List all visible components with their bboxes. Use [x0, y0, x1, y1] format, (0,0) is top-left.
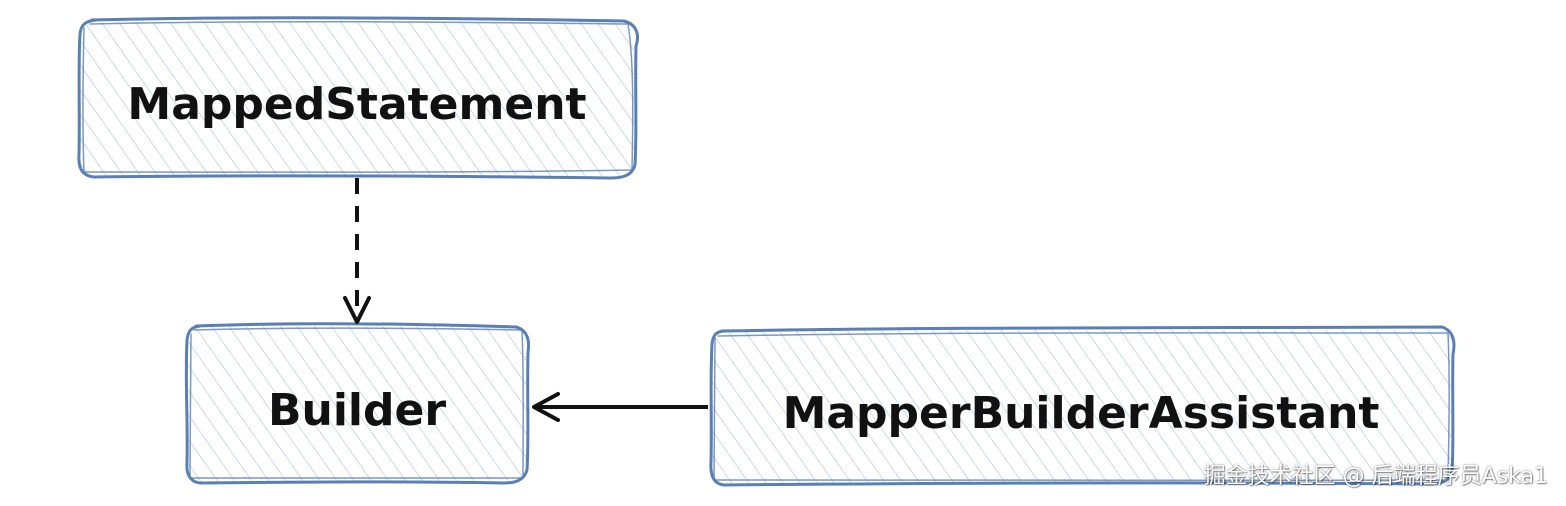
- watermark: 掘金技术社区 @ 后端程序员Aska1: [1203, 464, 1548, 489]
- node-builder-border: [184, 322, 531, 485]
- node-mapper-builder-assistant-border: [709, 325, 1456, 487]
- edge-mappedstatement-to-builder: [343, 178, 371, 324]
- node-mapped-statement-border: [77, 16, 639, 180]
- node-builder-label: Builder: [268, 385, 446, 436]
- node-mapper-builder-assistant: MapperBuilderAssistant: [709, 325, 1456, 487]
- edge-mapperbuilderassistant-to-builder: [532, 392, 708, 422]
- node-mapper-builder-assistant-fill: [710, 330, 1454, 484]
- node-mapper-builder-assistant-label: MapperBuilderAssistant: [783, 388, 1380, 439]
- node-builder: Builder: [184, 322, 531, 485]
- node-mapped-statement: MappedStatement: [77, 16, 639, 180]
- node-builder-fill: [186, 326, 528, 482]
- node-mapped-statement-label: MappedStatement: [127, 79, 586, 130]
- edge-dashed-arrowhead: [343, 296, 371, 324]
- edge-solid-arrowhead: [532, 392, 560, 422]
- node-mapped-statement-fill: [80, 22, 634, 176]
